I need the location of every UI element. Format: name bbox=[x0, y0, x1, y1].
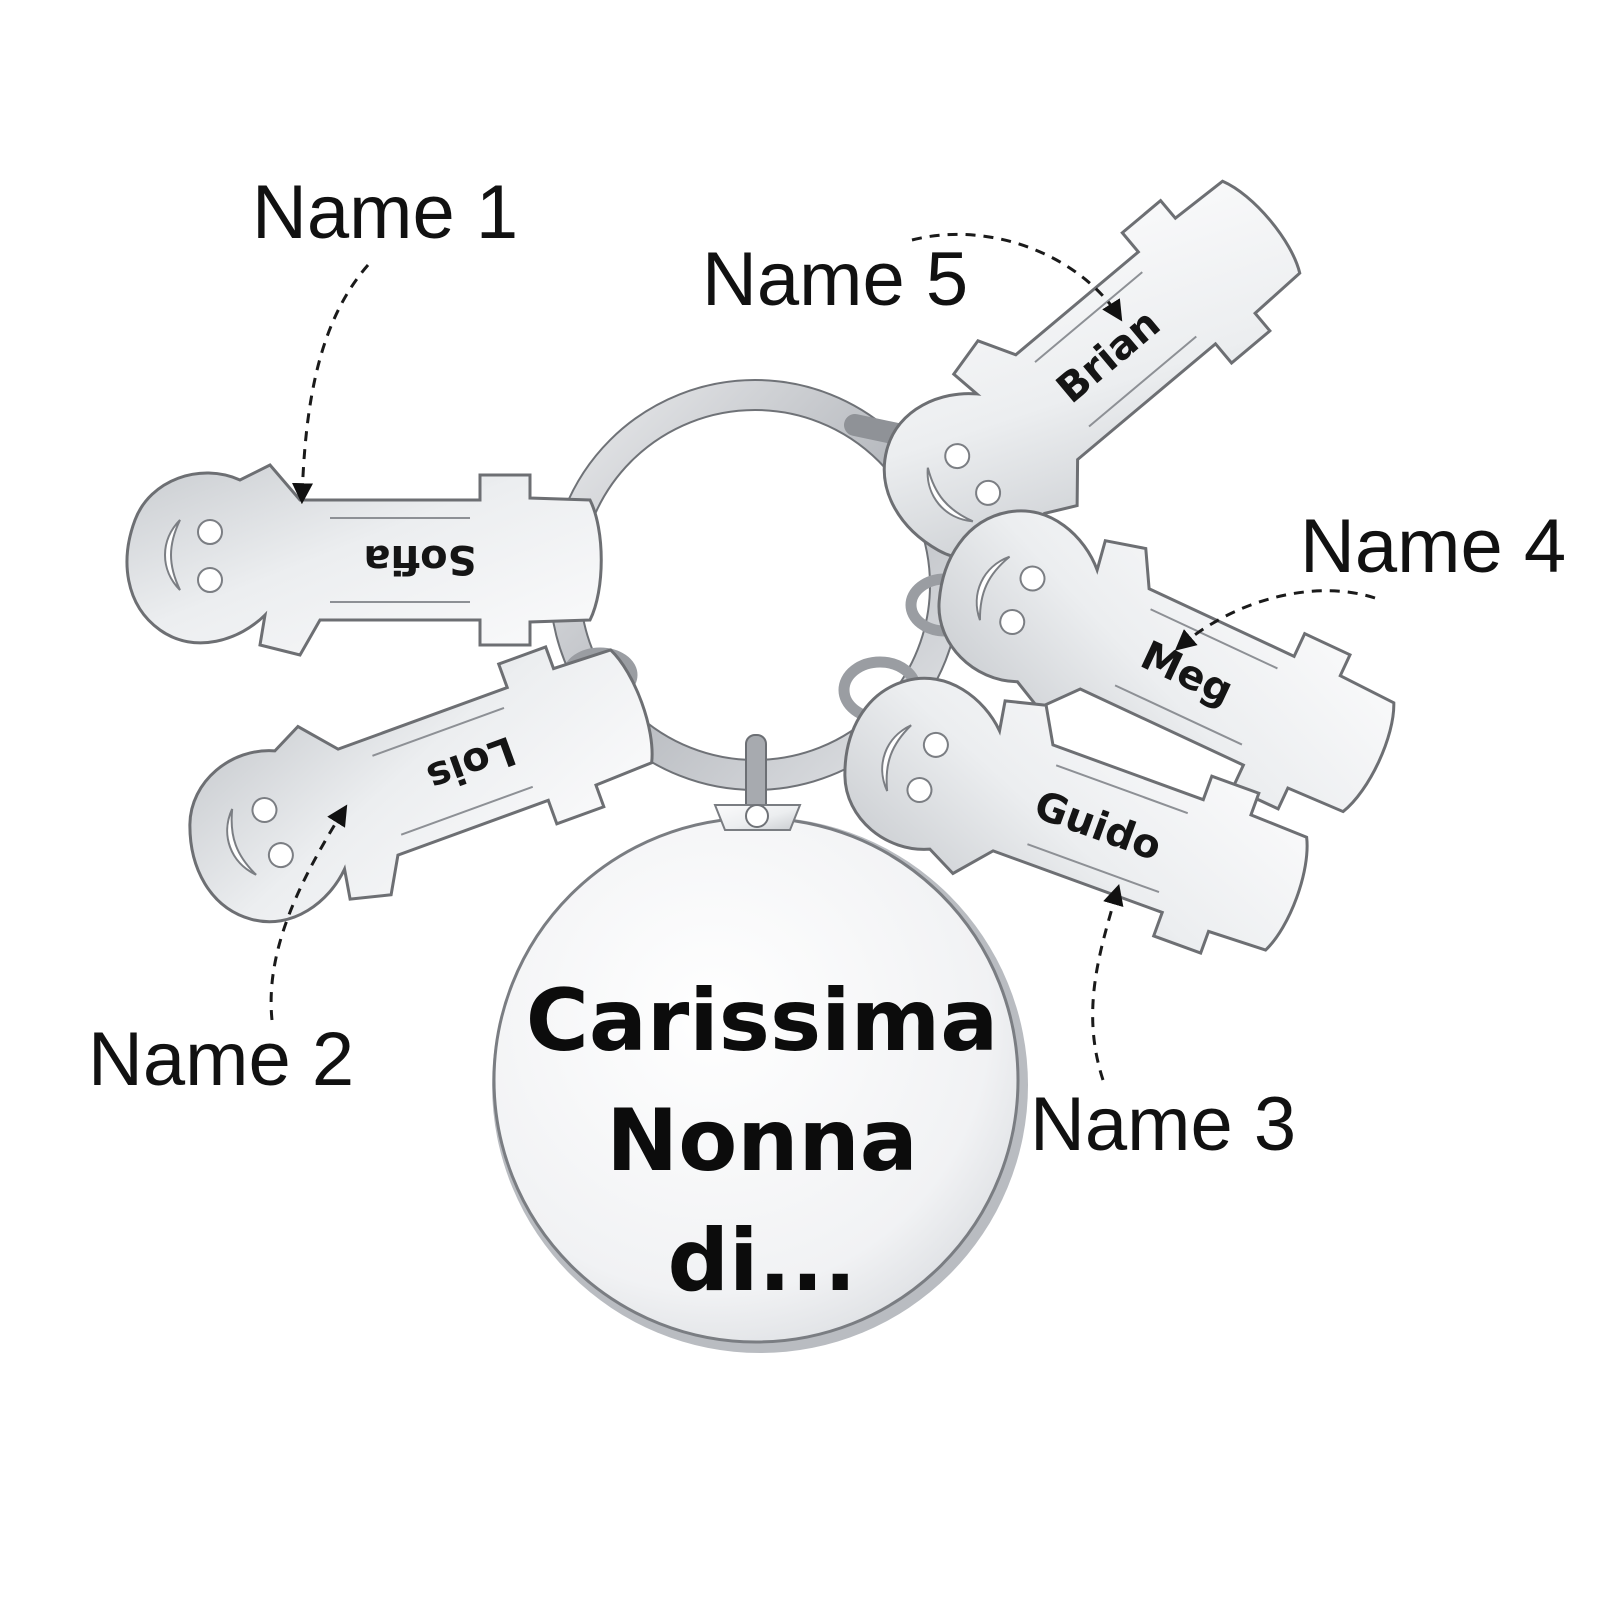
callout-name-2: Name 2 bbox=[88, 1017, 354, 1102]
medallion-line-3: di... bbox=[667, 1211, 856, 1311]
charm-brian: Brian bbox=[843, 145, 1333, 600]
callout-name-5: Name 5 bbox=[702, 237, 968, 322]
callout-name-3: Name 3 bbox=[1030, 1082, 1296, 1167]
charm-sofia-engraving: Sofia bbox=[364, 536, 477, 582]
charm-lois: Lois bbox=[162, 611, 676, 956]
callout-name-4: Name 4 bbox=[1300, 504, 1566, 589]
arrow-name-4 bbox=[1174, 589, 1376, 651]
round-medallion: Carissima Nonna di... bbox=[492, 804, 1028, 1353]
callout-name-1: Name 1 bbox=[252, 170, 518, 255]
arrow-name-1 bbox=[292, 264, 370, 505]
medallion-line-2: Nonna bbox=[606, 1091, 918, 1191]
medallion-line-1: Carissima bbox=[526, 971, 999, 1071]
arrow-name-3 bbox=[1091, 883, 1124, 1081]
charm-guido: Guido bbox=[817, 644, 1331, 989]
arrow-name-5 bbox=[911, 232, 1123, 322]
arrow-name-2 bbox=[269, 804, 348, 1021]
charm-sofia: Sofia bbox=[125, 463, 603, 657]
